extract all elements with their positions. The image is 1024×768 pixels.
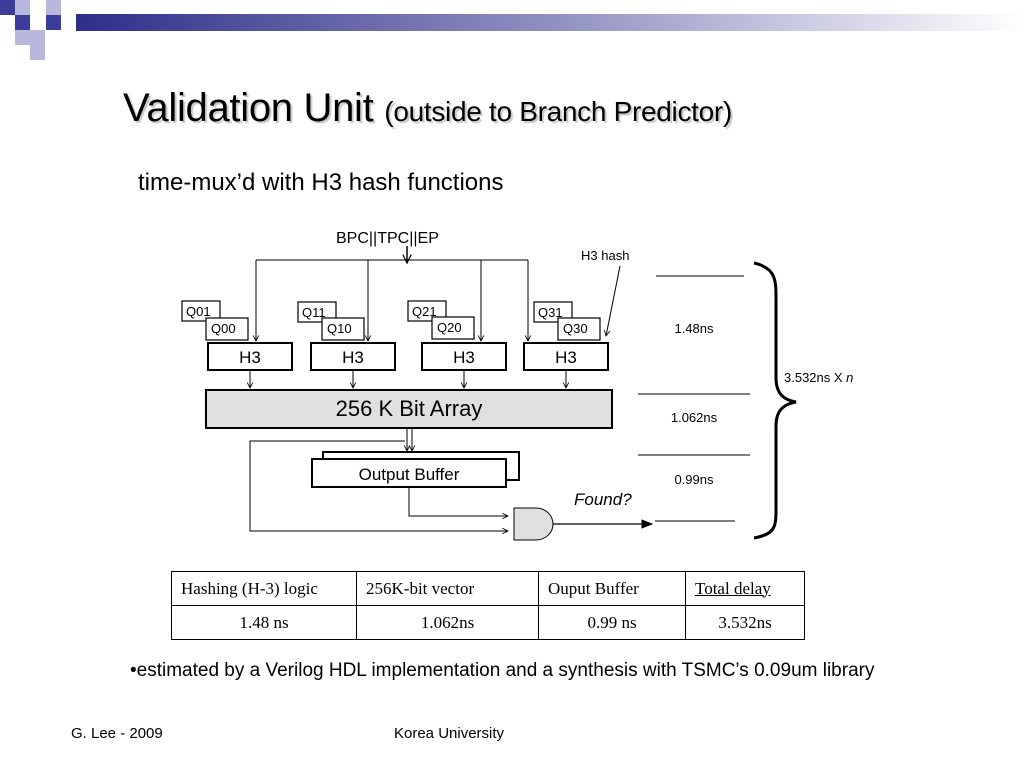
total-delay-var: n	[846, 370, 853, 385]
h3-block	[523, 342, 609, 371]
input-label: BPC||TPC||EP	[336, 230, 439, 247]
logo-square	[15, 0, 30, 15]
logo-square	[61, 0, 76, 15]
logo-square	[46, 0, 61, 15]
q-register-group: Q11 Q10	[297, 301, 365, 341]
h3-hash-pointer	[606, 265, 621, 336]
table-cell: 1.48 ns	[171, 605, 357, 640]
timing-label: 0.99ns	[674, 472, 714, 487]
table-header-row: Hashing (H-3) logic 256K-bit vector Oupu…	[171, 571, 805, 606]
h3-block-label: H3	[342, 348, 364, 367]
table-cell: 1.062ns	[356, 605, 539, 640]
logo-square	[15, 15, 30, 30]
table-header-cell: Hashing (H-3) logic	[171, 571, 357, 606]
q-register-group: Q31 Q30	[533, 301, 601, 341]
found-label: Found?	[574, 490, 632, 509]
logo-square	[0, 0, 15, 15]
q-register-box	[407, 300, 447, 322]
q-register-box	[297, 301, 337, 323]
table-header-cell: Total delay	[685, 571, 805, 606]
logo-square	[30, 45, 45, 60]
q-register-group: Q21 Q20	[407, 300, 475, 340]
delay-table: Hashing (H-3) logic 256K-bit vector Oupu…	[171, 571, 805, 640]
footer-author: G. Lee - 2009	[71, 725, 163, 742]
q-register-label: Q30	[563, 321, 588, 336]
and-gate	[513, 507, 554, 541]
h3-block	[421, 342, 507, 371]
q-register-box	[321, 317, 365, 341]
q-register-box	[557, 317, 601, 341]
table-cell: 3.532ns	[685, 605, 805, 640]
table-header-cell: Ouput Buffer	[538, 571, 686, 606]
q-register-box	[181, 300, 221, 322]
total-delay-text: 3.532ns X	[784, 370, 846, 385]
q-register-label: Q11	[302, 305, 326, 320]
footnote-bullet: •estimated by a Verilog HDL implementati…	[130, 660, 875, 681]
slide-title-paren: (outside to Branch Predictor)	[384, 96, 732, 127]
total-delay-label: 3.532ns X n	[784, 370, 853, 385]
header-decoration	[0, 0, 1024, 60]
table-cell: 0.99 ns	[538, 605, 686, 640]
logo-square	[30, 30, 45, 45]
bit-array-block	[205, 389, 613, 429]
bit-array-label: 256 K Bit Array	[336, 396, 483, 421]
footer-institution: Korea University	[394, 725, 505, 742]
header-gradient-bar	[76, 14, 1024, 31]
h3-block-label: H3	[555, 348, 577, 367]
q-register-label: Q00	[211, 321, 236, 336]
total-brace	[753, 261, 797, 540]
output-buffer-block	[311, 458, 507, 488]
h3-block	[207, 342, 293, 371]
q-register-label: Q20	[437, 320, 462, 335]
q-register-box	[533, 301, 573, 323]
q-register-box	[205, 317, 249, 341]
timing-label: 1.48ns	[674, 321, 714, 336]
slide-subtitle: time-mux’d with H3 hash functions	[138, 169, 504, 196]
q-register-box	[431, 316, 475, 340]
slide-title-main: Validation Unit	[123, 86, 374, 130]
h3-hash-label: H3 hash	[581, 248, 629, 263]
feedback-line	[249, 440, 508, 531]
h3-block-label: H3	[453, 348, 475, 367]
validation-unit-diagram: BPC||TPC||EP H3 hash Q01 Q00 Q11 Q10 Q21…	[181, 230, 853, 541]
q-register-label: Q21	[412, 304, 437, 319]
h3-block-label: H3	[239, 348, 261, 367]
logo-square	[15, 30, 30, 45]
q-register-group: Q01 Q00	[181, 300, 249, 341]
buffer-to-gate-line	[408, 488, 508, 516]
output-buffer-label: Output Buffer	[359, 465, 460, 484]
table-header-cell: 256K-bit vector	[356, 571, 539, 606]
q-register-label: Q10	[327, 321, 352, 336]
slide-title: Validation Unit (outside to Branch Predi…	[123, 86, 732, 131]
timing-label: 1.062ns	[671, 410, 718, 425]
logo-square	[46, 15, 61, 30]
q-register-label: Q01	[186, 304, 211, 319]
table-row: 1.48 ns 1.062ns 0.99 ns 3.532ns	[171, 605, 805, 640]
h3-block	[310, 342, 396, 371]
q-register-label: Q31	[538, 305, 563, 320]
